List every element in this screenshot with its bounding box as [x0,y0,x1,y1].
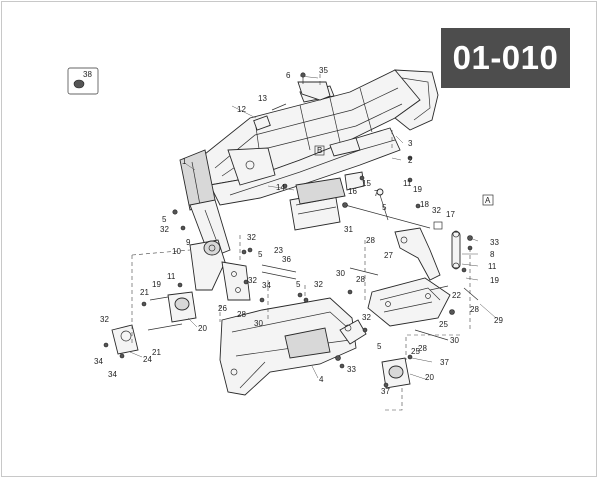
callout-14: 14 [276,183,285,192]
callout-32: 32 [100,315,109,324]
callout-34: 34 [108,370,117,379]
part-6-bracket [297,72,331,101]
callout-11: 11 [167,272,176,281]
callout-19: 19 [490,276,499,285]
callout-2: 2 [408,156,413,165]
callout-20: 20 [425,373,434,382]
callout-32: 32 [248,276,257,285]
callout-10: 10 [172,247,181,256]
callout-27: 27 [384,251,393,260]
callout-28: 28 [366,236,375,245]
callout-32: 32 [362,313,371,322]
callout-3: 3 [408,139,413,148]
callout-32: 32 [247,233,256,242]
main-frame [179,69,439,259]
callout-32: 32 [314,280,323,289]
callout-30: 30 [254,319,263,328]
callout-11: 11 [403,179,412,188]
assembly-lines [131,72,471,411]
callout-26: 26 [218,304,227,313]
callout-5: 5 [258,250,263,259]
part-24-left-mount [111,324,139,355]
part-26-plate [221,261,251,301]
callout-1: 1 [182,157,187,166]
ref-box-a [482,194,494,206]
part-27-bracket [394,227,441,281]
callout-4: 4 [319,375,324,384]
callout-19: 19 [152,280,161,289]
callout-11: 11 [488,262,497,271]
part-9-10-engine-mount [189,239,226,291]
callout-30: 30 [450,336,459,345]
callout-28: 28 [237,310,246,319]
part-15-16-bracket [344,171,365,191]
callout-30: 30 [336,269,345,278]
callout-24: 24 [143,355,152,364]
callout-22: 22 [452,291,461,300]
callout-18: 18 [420,200,429,209]
callout-37: 37 [381,387,390,396]
part-20-left-mount [167,291,197,323]
callout-28: 28 [356,275,365,284]
callout-7: 7 [374,189,379,198]
callout-23: 23 [274,246,283,255]
part-38-inset [67,67,99,95]
part-31-bolt [342,202,431,229]
callout-6: 6 [286,71,291,80]
callout-16: 16 [348,187,357,196]
callout-38: 38 [83,70,92,79]
callout-b: B [317,146,322,155]
part-12-13-bushing [253,103,287,131]
callout-37: 37 [440,358,449,367]
callout-17: 17 [446,210,455,219]
callout-21: 21 [140,288,149,297]
callout-33: 33 [490,238,499,247]
part-7-bolt [376,188,389,221]
callout-35: 35 [319,66,328,75]
callout-9: 9 [186,238,191,247]
callout-32: 32 [432,206,441,215]
callout-15: 15 [362,179,371,188]
callout-5: 5 [382,203,387,212]
callout-29: 29 [494,316,503,325]
bolt-set [103,155,479,388]
callout-33: 33 [347,365,356,374]
callout-12: 12 [237,105,246,114]
ref-box-b [314,145,325,156]
callout-31: 31 [344,225,353,234]
callout-28: 28 [418,344,427,353]
callout-labels: 38 1 2 3 4 5 5 5 5 5 6 7 8 9 10 11 11 11… [83,66,503,396]
callout-36: 36 [282,255,291,264]
leader-lines [129,75,497,381]
callout-25: 25 [411,347,420,356]
callout-34: 34 [94,357,103,366]
callout-21: 21 [152,348,161,357]
callout-32: 32 [160,225,169,234]
callout-5: 5 [377,342,382,351]
part-14-battery-tray [267,177,346,231]
callout-13: 13 [258,94,267,103]
callout-25: 25 [439,320,448,329]
callout-19: 19 [413,185,422,194]
callout-34: 34 [262,281,271,290]
callout-8: 8 [490,250,495,259]
callout-28: 28 [470,305,479,314]
callout-5: 5 [162,215,167,224]
callout-5: 5 [296,280,301,289]
diagram-code-badge: 01-010 [441,28,570,88]
part-4-lower-subframe [219,297,367,396]
callout-a: A [485,196,491,205]
part-22-skid-bracket [367,277,451,327]
part-20-right-mount [381,357,411,389]
callout-20: 20 [198,324,207,333]
part-8-link [433,221,461,270]
